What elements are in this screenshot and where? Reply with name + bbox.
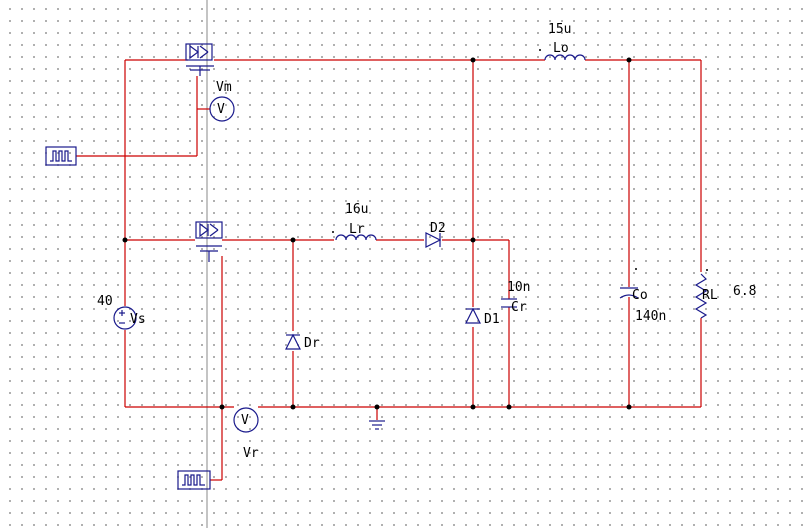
- wires: [76, 59, 702, 481]
- d1-label: D1: [484, 312, 500, 327]
- co-name-label: Co: [632, 288, 648, 303]
- vm-label: Vm: [216, 80, 232, 95]
- d2-label: D2: [430, 221, 446, 236]
- lr-inductor-icon[interactable]: [332, 231, 377, 241]
- lo-name-label: Lo: [553, 41, 569, 56]
- top-gate-pulse-source-icon[interactable]: [45, 146, 77, 166]
- dr-label: Dr: [304, 336, 320, 351]
- cr-capacitor-icon[interactable]: [501, 298, 517, 308]
- d2-diode-icon[interactable]: [425, 232, 442, 248]
- top-switch-igbt-icon[interactable]: [185, 43, 214, 76]
- dr-diode-icon[interactable]: [285, 333, 301, 350]
- cr-name-label: Cr: [511, 300, 527, 315]
- co-capacitor-icon[interactable]: [619, 268, 639, 299]
- junction-nodes: [122, 57, 632, 410]
- rl-resistor-icon[interactable]: [694, 269, 708, 319]
- cr-value-label: 10n: [507, 280, 530, 295]
- bottom-gate-pulse-source-icon[interactable]: [177, 470, 211, 490]
- vm-voltmeter-icon[interactable]: V: [209, 96, 235, 122]
- lo-value-label: 15u: [548, 22, 571, 37]
- vs-name-label: Vs: [130, 312, 146, 327]
- lr-value-label: 16u: [345, 202, 368, 217]
- rl-value-label: 6.8: [733, 284, 756, 299]
- vm-voltmeter-symbol: V: [217, 102, 225, 117]
- vr-voltmeter-icon[interactable]: V: [233, 407, 259, 433]
- bottom-switch-igbt-icon[interactable]: [195, 221, 223, 262]
- ground-icon[interactable]: [369, 420, 385, 430]
- vs-dc-source-icon[interactable]: [113, 306, 137, 330]
- co-value-label: 140n: [635, 309, 666, 324]
- vr-voltmeter-symbol: V: [241, 413, 249, 428]
- vs-value-label: 40: [97, 294, 113, 309]
- lo-inductor-icon[interactable]: [539, 49, 586, 61]
- vr-label: Vr: [243, 446, 259, 461]
- rl-name-label: RL: [702, 288, 718, 303]
- lr-name-label: Lr: [349, 222, 365, 237]
- d1-diode-icon[interactable]: [465, 307, 481, 324]
